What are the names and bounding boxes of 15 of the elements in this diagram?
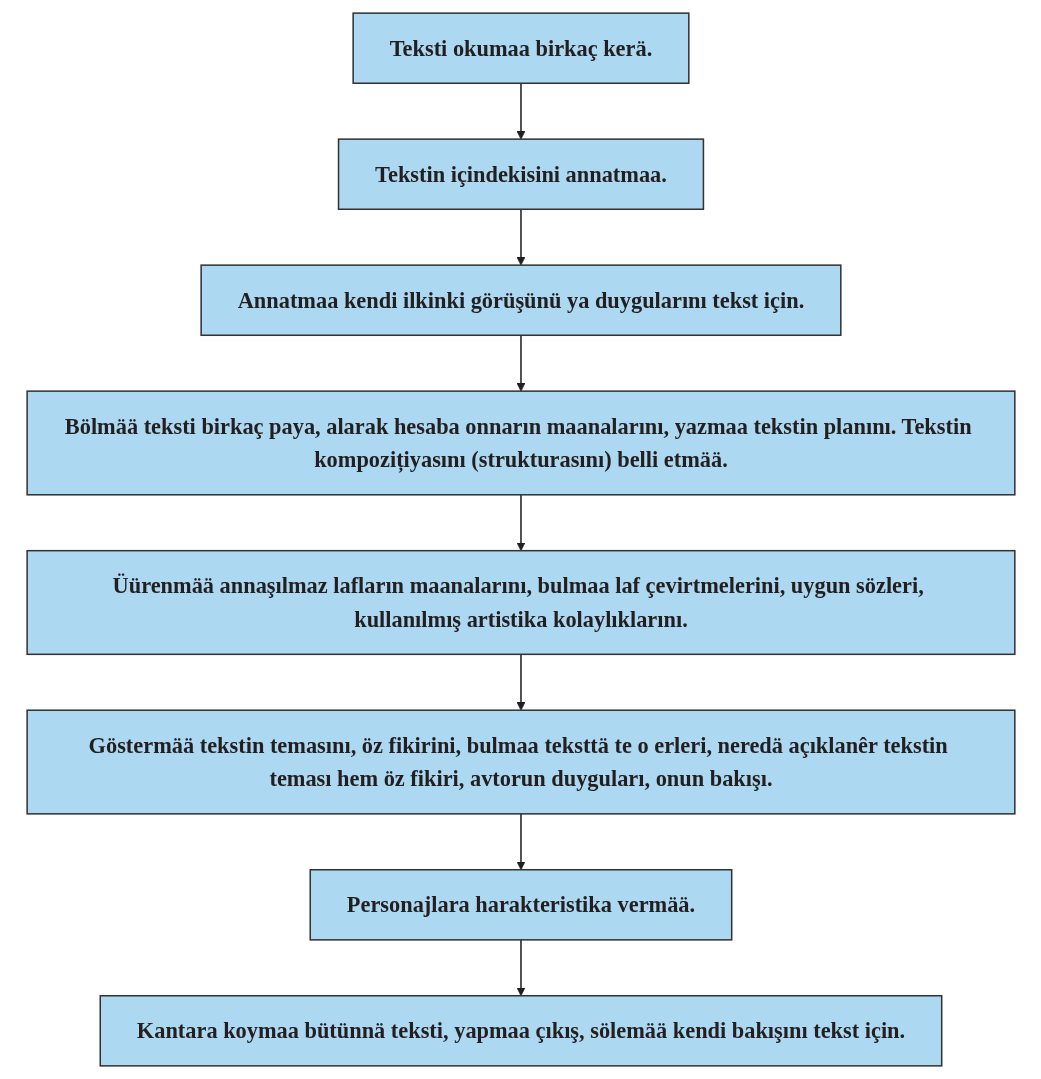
arrow	[516, 334, 525, 392]
arrow	[516, 208, 525, 266]
node-box: Kantara koymaa bütünnä teksti, yapmaa çıkış, sölemää kendi bakışını tekst için.	[99, 995, 942, 1067]
node-box: Bölmää teksti birkaç paya, alarak hesaba onnarın maanalarını, yazmaa tekstin planını. Tekstin kompozițiyasını (strukturasını) belli etmää.	[25, 390, 1016, 496]
arrow	[516, 653, 525, 711]
node-box: Teksti okumaa birkaç kerä.	[351, 12, 690, 84]
node-box: Personajlara harakteristika vermää.	[309, 869, 732, 941]
arrow	[516, 813, 525, 871]
arrow	[516, 494, 525, 552]
node-box: Göstermää tekstin temasını, öz fikirini, bulmaa teksttä te o erleri, neredä açıklanêr tekstin teması hem öz fikiri, avtorun duyguları, onun bakışı.	[25, 709, 1016, 815]
node-box: Üürenmää annaşılmaz lafların maanalarını, bulmaa laf çevirtmelerini, uygun sözleri, kullanılmış artistika kolaylıklarını.	[25, 549, 1016, 656]
node-box: Tekstin içindekisini annatmaa.	[337, 138, 704, 210]
node-box: Annatmaa kendi ilkinki görüşünü ya duygularını tekst için.	[199, 264, 842, 336]
arrow	[516, 939, 525, 997]
arrow	[516, 82, 525, 140]
